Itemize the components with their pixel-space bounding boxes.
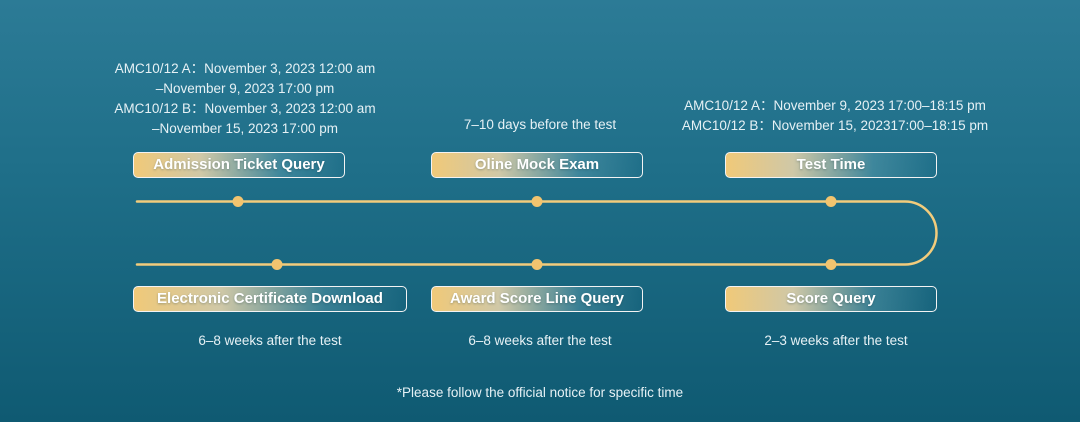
admission-ticket-query-button[interactable]: Admission Ticket Query (133, 152, 345, 178)
footnote: *Please follow the official notice for s… (396, 385, 684, 400)
admission-dates: AMC10/12 A：November 3, 2023 12:00 am –No… (95, 59, 395, 139)
electronic-certificate-download-button[interactable]: Electronic Certificate Download (133, 286, 407, 312)
milestone-dot (271, 259, 283, 270)
milestone-dot (531, 196, 543, 207)
score-query-note: 2–3 weeks after the test (764, 333, 908, 348)
online-mock-exam-button[interactable]: Oline Mock Exam (431, 152, 643, 178)
milestone-dot (825, 196, 837, 207)
award-score-line-query-button[interactable]: Award Score Line Query (431, 286, 643, 312)
award-score-note: 6–8 weeks after the test (468, 333, 612, 348)
test-time-dates: AMC10/12 A：November 9, 2023 17:00–18:15 … (665, 96, 1005, 136)
certificate-note: 6–8 weeks after the test (198, 333, 342, 348)
date-line: AMC10/12 B：November 3, 2023 12:00 am (114, 101, 376, 116)
date-line: AMC10/12 B：November 15, 202317:00–18:15 … (681, 118, 989, 133)
date-line: –November 9, 2023 17:00 pm (155, 81, 335, 96)
date-line: –November 15, 2023 17:00 pm (151, 121, 339, 136)
score-query-button[interactable]: Score Query (725, 286, 937, 312)
date-line: 7–10 days before the test (463, 117, 617, 132)
mock-exam-dates: 7–10 days before the test (420, 115, 660, 135)
milestone-dot (825, 259, 837, 270)
track-path (135, 200, 938, 266)
milestone-dot (531, 259, 543, 270)
date-line: AMC10/12 A：November 3, 2023 12:00 am (114, 61, 376, 76)
milestone-dot (232, 196, 244, 207)
test-time-button[interactable]: Test Time (725, 152, 937, 178)
date-line: AMC10/12 A：November 9, 2023 17:00–18:15 … (684, 98, 986, 113)
